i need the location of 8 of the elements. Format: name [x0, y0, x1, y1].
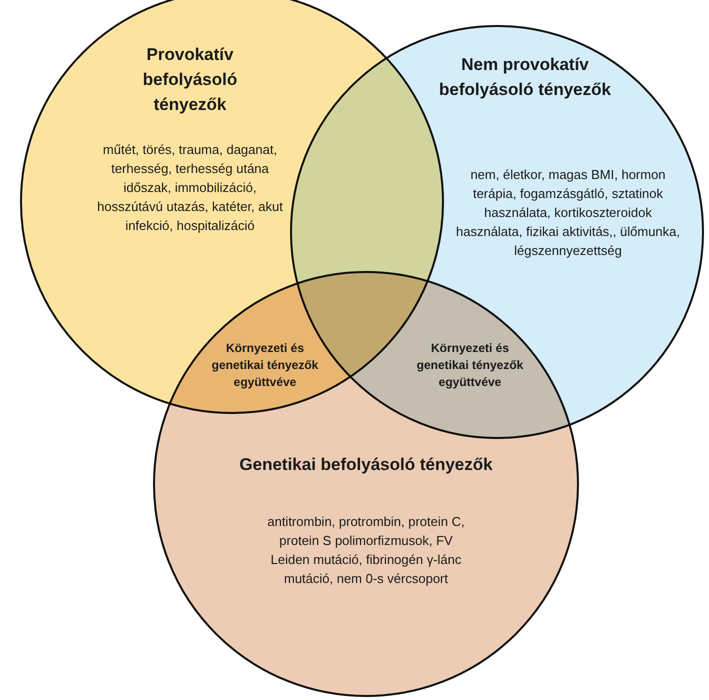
factor-list: antitrombin, protrombin, protein C, protein S polimorfizmusok, FV Leiden mutáció, fibrinogén γ-lánc mutáció, nem 0-s vércsoport	[262, 512, 470, 588]
circle-heading: Genetikai befolyásoló tényezők	[238, 454, 494, 476]
circle-heading: Provokatív befolyásoló tényezők	[142, 44, 238, 116]
overlap-label: Környezeti és genetikai tényezők együttvéve	[210, 340, 320, 391]
circle-heading: Nem provokatív befolyásoló tényezők	[438, 54, 612, 101]
factor-list: nem, életkor, magas BMI, hormon terápia, fogamzásgátló, sztatinok használata, kortikoszteroidok használata, fizikai aktivitás,, ülőmunka, légszennyezettség	[452, 165, 684, 260]
overlap-label: Környezeti és genetikai tényezők együttvéve	[416, 340, 524, 391]
factor-list: műtét, törés, trauma, daganat, terhesség, terhesség utána időszak, immobilizáció, hosszútávú utazás, katéter, akut infekció, hospitalizáció	[92, 140, 288, 235]
